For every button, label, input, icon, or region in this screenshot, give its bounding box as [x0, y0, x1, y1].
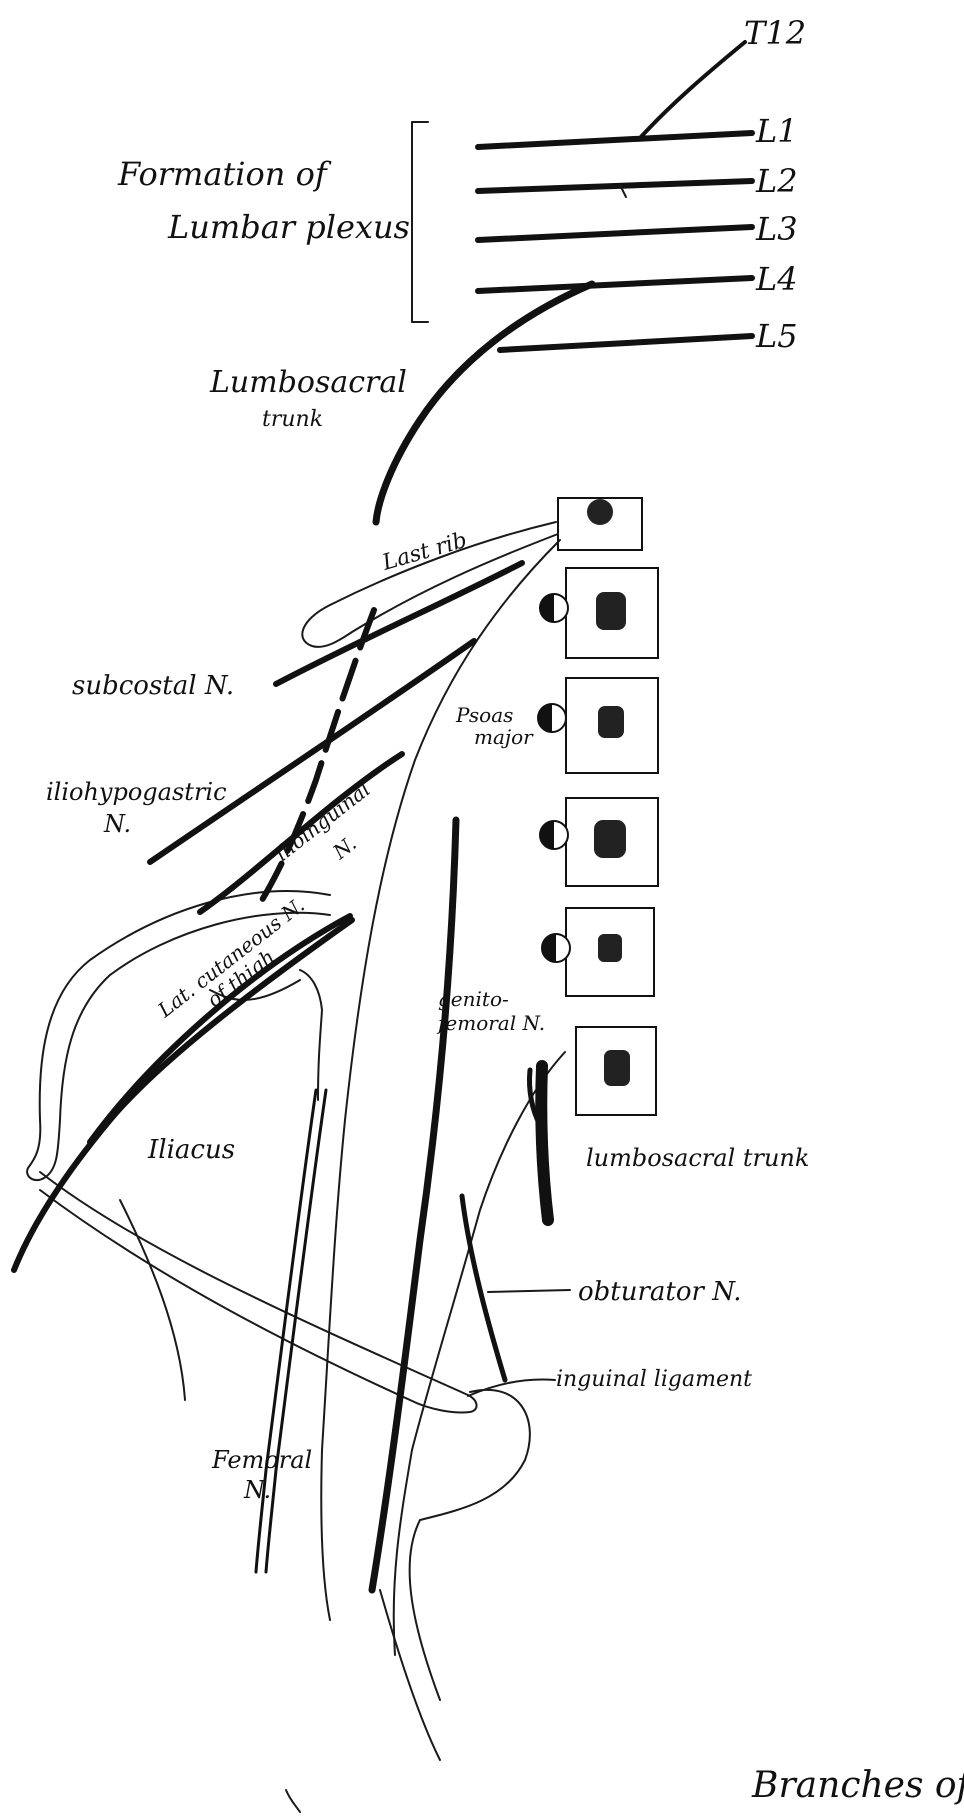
root-label-t12: T12 [744, 14, 806, 52]
lumbosacral-trunk-top-label-1: Lumbosacral [209, 365, 407, 400]
lumbosacral-trunk-lower-nerve [541, 1066, 548, 1220]
root-l4-nerve [478, 278, 752, 291]
root-label-l5: L5 [755, 317, 798, 355]
root-l1-nerve [478, 133, 752, 147]
obturator-pointer [488, 1290, 570, 1292]
vertebra-6 [576, 1027, 656, 1115]
title-line-1: Formation of [117, 155, 332, 193]
label-ilioinguinal-1: ilioinguinal [270, 777, 374, 866]
genitofemoral-nerve [372, 820, 456, 1590]
vertebra-4 [540, 798, 658, 886]
label-inguinal-ligament: inguinal ligament [556, 1367, 752, 1392]
inguinal-pointer [468, 1380, 555, 1396]
label-psoas-2: major [474, 725, 534, 749]
vertebra-2 [540, 568, 658, 658]
label-obturator: obturator N. [578, 1277, 742, 1307]
lumbosacral-trunk-upper-nerve [376, 284, 592, 522]
root-l2-nerve [478, 181, 752, 191]
label-ilioinguinal-2: N. [328, 831, 361, 864]
label-psoas-1: Psoas [455, 703, 513, 727]
pubic-outline [410, 1390, 530, 1700]
lat-cutaneous-lower-nerve [14, 920, 352, 1270]
root-l3-nerve [478, 227, 752, 240]
root-label-l4: L4 [755, 260, 798, 298]
vertebra-5 [542, 908, 654, 996]
bracket [412, 122, 428, 322]
label-iliohypogastric-1: iliohypogastric [46, 778, 227, 806]
root-label-l3: L3 [755, 210, 798, 248]
root-l5-nerve [500, 336, 752, 350]
label-last-rib: Last rib [379, 528, 470, 576]
vertebra-1 [558, 498, 642, 550]
label-branches: Branches of l [751, 1765, 964, 1806]
label-femoral-1: Femoral [211, 1446, 312, 1474]
label-iliacus: Iliacus [147, 1135, 235, 1165]
subcostal-nerve [276, 563, 522, 684]
root-label-l1: L1 [755, 112, 798, 150]
label-genitofemoral-1: genito- [438, 987, 509, 1011]
label-femoral-2: N. [243, 1476, 271, 1504]
label-iliohypogastric-2: N. [103, 810, 131, 838]
label-subcostal: subcostal N. [72, 671, 234, 701]
anatomy-labels: Last rib subcostal N. iliohypogastric N.… [46, 528, 964, 1806]
vertebra-3 [538, 678, 658, 773]
femoral-nerve-b [266, 1090, 326, 1572]
label-genitofemoral-2: femoral N. [436, 1011, 545, 1035]
root-t12-nerve [640, 42, 745, 138]
iliacus-inner-line [300, 970, 322, 1100]
lumbosacral-trunk-top-label-2: trunk [262, 407, 323, 432]
obturator-nerve [462, 1196, 505, 1380]
ilium-lower-line [120, 1200, 185, 1400]
title-line-2: Lumbar plexus [167, 208, 410, 246]
bottom-tick [286, 1790, 300, 1812]
label-lumbosacral-trunk-bottom: lumbosacral trunk [586, 1144, 809, 1172]
plexus-formation: T12 L1 L2 L3 L4 L5 Formation of Lumbar p… [117, 14, 806, 522]
vertebral-column [538, 498, 658, 1115]
root-label-l2: L2 [755, 162, 798, 200]
